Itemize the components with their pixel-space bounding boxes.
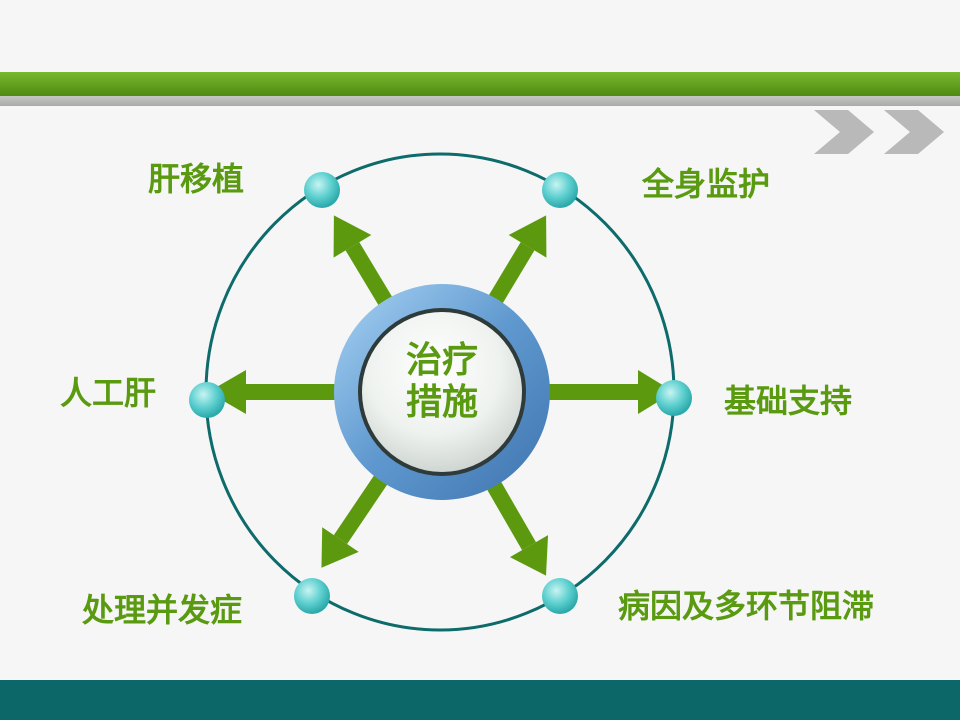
node-label-basic-support: 基础支持 — [724, 382, 853, 420]
header-gray-band — [0, 96, 960, 106]
center-button-face — [362, 312, 522, 472]
node-dot — [304, 172, 340, 208]
node-label-liver-transplant: 肝移植 — [148, 160, 245, 198]
center-label-line1: 治疗 — [405, 340, 478, 381]
node-label-systemic-monitoring: 全身监护 — [642, 165, 771, 203]
arrow-icon — [482, 472, 549, 576]
arrow-icon — [208, 370, 340, 414]
node-dot — [542, 172, 578, 208]
node-dot — [656, 380, 692, 416]
chevron-icon — [814, 110, 874, 154]
footer-band — [0, 680, 960, 720]
node-dot — [294, 578, 330, 614]
node-label-etiology-blockade: 病因及多环节阻滞 — [618, 587, 875, 625]
header-green-band — [0, 72, 960, 96]
chevron-icon — [884, 110, 944, 154]
center-label: 治疗 措施 — [380, 340, 504, 424]
node-label-complications: 处理并发症 — [82, 591, 243, 629]
arrows — [208, 215, 674, 576]
center-label-line2: 措施 — [405, 382, 478, 423]
node-dot — [542, 578, 578, 614]
node-dot — [189, 382, 225, 418]
arrow-icon — [546, 370, 674, 414]
arrow-icon — [321, 468, 392, 568]
node-label-artificial-liver: 人工肝 — [60, 374, 157, 412]
